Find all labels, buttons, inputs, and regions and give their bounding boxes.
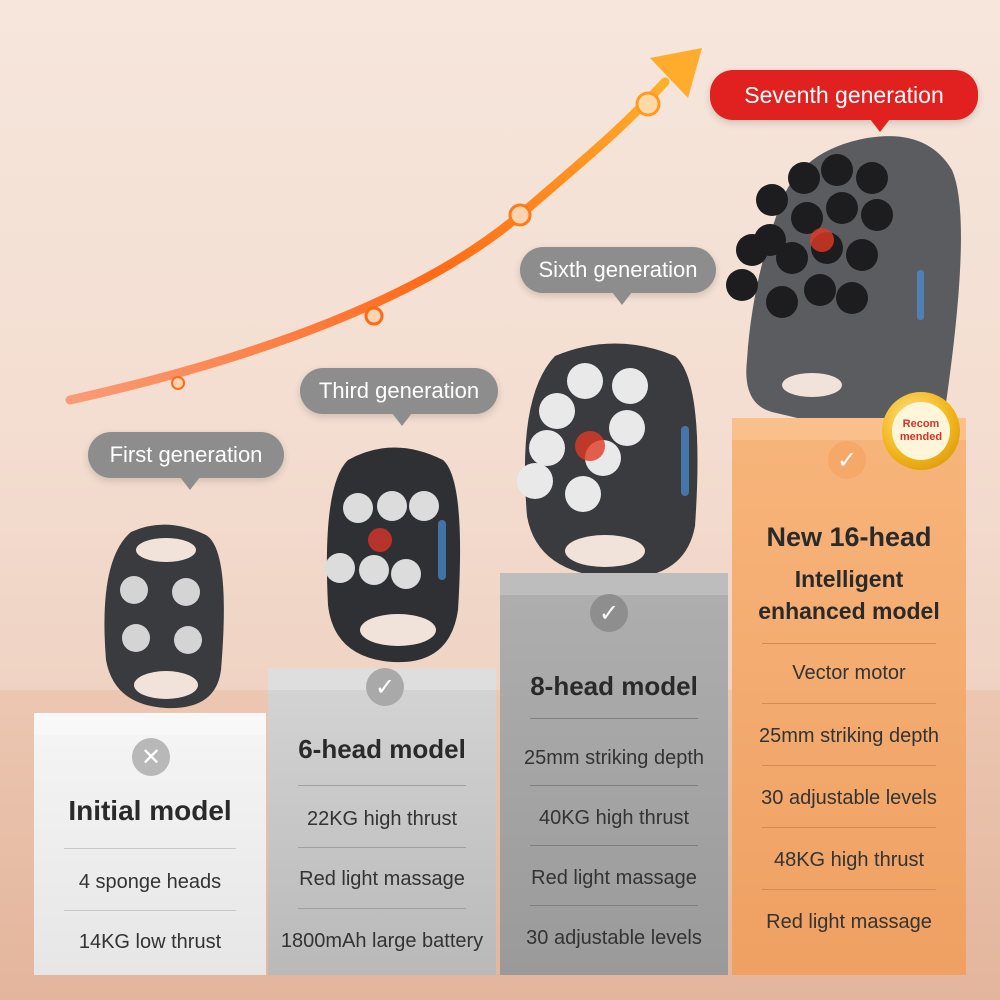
check-icon: ✓ bbox=[366, 668, 404, 706]
label-text: Third generation bbox=[318, 378, 480, 403]
label-text: First generation bbox=[109, 442, 263, 467]
check-icon: ✓ bbox=[828, 441, 866, 479]
tier-feature: 25mm striking depth bbox=[523, 747, 705, 769]
tier-box-16-head: New 16-head Intelligent enhanced model V… bbox=[732, 418, 966, 975]
device-4-head bbox=[104, 524, 224, 709]
tier-feature: Red light massage bbox=[531, 867, 697, 889]
tier-box-8-head: 8-head model 25mm striking depth 40KG hi… bbox=[500, 573, 728, 975]
label-sixth-generation: Sixth generation bbox=[520, 247, 716, 305]
tier-title: Initial model bbox=[68, 795, 232, 826]
tier-title: 6-head model bbox=[298, 734, 466, 764]
tier-feature: 14KG low thrust bbox=[78, 931, 222, 953]
device-6-head bbox=[325, 447, 461, 663]
tier-subtitle: Intelligent bbox=[794, 566, 904, 592]
label-third-generation: Third generation bbox=[300, 368, 498, 426]
recommended-badge: Recom mended bbox=[882, 392, 960, 470]
milestone-dot bbox=[635, 91, 661, 117]
badge-text: Recom bbox=[902, 418, 940, 430]
device-8-head bbox=[517, 343, 698, 579]
tier-box-6-head: 6-head model 22KG high thrust Red light … bbox=[268, 668, 496, 975]
tier-feature: 4 sponge heads bbox=[78, 871, 222, 893]
tier-feature: 30 adjustable levels bbox=[761, 787, 937, 809]
tier-title: 8-head model bbox=[530, 671, 698, 701]
tier-feature: 25mm striking depth bbox=[758, 725, 940, 747]
tier-feature: 30 adjustable levels bbox=[526, 927, 702, 949]
label-text: Seventh generation bbox=[744, 81, 944, 108]
tier-feature: Red light massage bbox=[299, 868, 465, 890]
check-icon: ✓ bbox=[590, 594, 628, 632]
label-seventh-generation: Seventh generation bbox=[710, 70, 978, 132]
badge-text: mended bbox=[899, 431, 943, 443]
tier-feature: 48KG high thrust bbox=[773, 849, 925, 871]
tier-feature: Vector motor bbox=[792, 662, 906, 684]
milestone-dot bbox=[508, 203, 532, 227]
tier-feature: Red light massage bbox=[766, 911, 932, 933]
tier-feature: 22KG high thrust bbox=[306, 808, 458, 830]
cross-icon: ✕ bbox=[132, 738, 170, 776]
tier-title: New 16-head bbox=[766, 522, 932, 552]
milestone-dot bbox=[364, 306, 384, 326]
label-first-generation: First generation bbox=[88, 432, 284, 490]
label-text: Sixth generation bbox=[538, 257, 698, 282]
tier-feature: 40KG high thrust bbox=[538, 807, 690, 829]
milestone-dot bbox=[171, 376, 185, 390]
device-16-head bbox=[726, 136, 961, 442]
tier-subtitle: enhanced model bbox=[758, 598, 940, 624]
tier-feature: 1800mAh large battery bbox=[280, 930, 484, 952]
